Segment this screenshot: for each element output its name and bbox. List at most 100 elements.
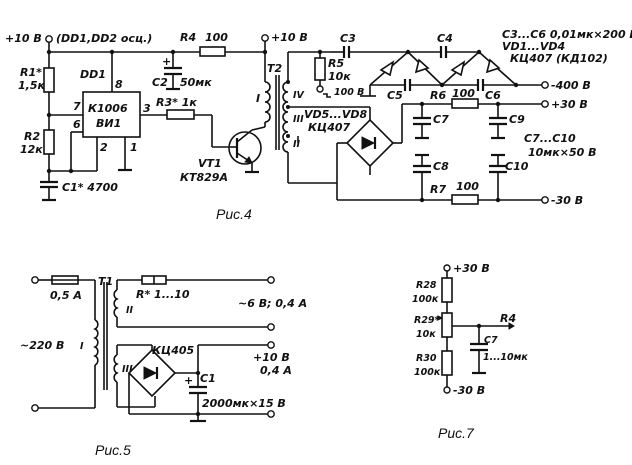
label-R5-voltage: 100 В bbox=[334, 87, 364, 98]
resistor-R28 bbox=[441, 277, 453, 303]
terminal-plus30v bbox=[541, 100, 549, 108]
label-top: +30 В bbox=[453, 262, 490, 275]
diode-VD3 bbox=[450, 60, 466, 77]
label-R30-name: R30 bbox=[416, 353, 437, 364]
label-dc-out-v: +10 В bbox=[253, 351, 290, 364]
label-winding-III: III bbox=[293, 114, 304, 125]
label-DD1-name: DD1 bbox=[80, 68, 106, 81]
label-bridge-name: VD5...VD8 bbox=[304, 108, 367, 121]
label-pin2: 2 bbox=[100, 141, 108, 154]
caption-fig5: Рис.5 bbox=[95, 442, 131, 458]
label-VT1-type: КТ829А bbox=[180, 171, 228, 184]
label-VT1-name: VT1 bbox=[198, 157, 222, 170]
terminal-minus400v bbox=[541, 81, 549, 89]
label-R: R* 1...10 bbox=[136, 288, 190, 301]
label-bottom: -30 В bbox=[453, 384, 485, 397]
label-C2-name: С2 bbox=[152, 76, 168, 89]
label-C1: С1* 4700 bbox=[62, 181, 118, 194]
label-C8: С8 bbox=[433, 160, 449, 173]
label-R1-value: 1,5к bbox=[18, 79, 45, 92]
figure-7: +30 В -30 В R28 100к R29* 10к R30 100к С… bbox=[412, 262, 528, 441]
terminal-dc-minus bbox=[267, 410, 275, 418]
caption-fig7: Рис.7 bbox=[438, 425, 475, 441]
label-R2-value: 12к bbox=[20, 143, 43, 156]
figure-5: 0,5 А ~220 В Т1 I II III R* 1...10 ~6 В;… bbox=[20, 275, 307, 458]
label-R5-name: R5 bbox=[328, 57, 344, 70]
winding-I bbox=[264, 81, 271, 123]
diode-VD1 bbox=[379, 60, 395, 77]
label-pin3: 3 bbox=[143, 102, 151, 115]
label-R28-name: R28 bbox=[416, 280, 437, 291]
T1-winding-III bbox=[113, 354, 119, 383]
resistor-R30 bbox=[441, 350, 453, 376]
note-vd1-vd4: VD1...VD4 bbox=[502, 40, 565, 53]
label-C9: С9 bbox=[509, 113, 525, 126]
label-R4-value: 100 bbox=[205, 31, 228, 44]
resistor-R1 bbox=[43, 67, 55, 93]
potentiometer-R29 bbox=[441, 312, 453, 338]
label-C1: С1 bbox=[200, 372, 216, 385]
caption-fig4: Рис.4 bbox=[216, 206, 252, 222]
note-c3-c6: С3...С6 0,01мк×200 В bbox=[502, 28, 632, 41]
diode-VD2 bbox=[414, 58, 430, 74]
label-pin1: 1 bbox=[130, 141, 138, 154]
label-R7-value: 100 bbox=[456, 180, 479, 193]
T1-winding-I bbox=[93, 319, 99, 366]
label-R6-value: 100 bbox=[452, 87, 475, 100]
label-fuse: 0,5 А bbox=[50, 289, 82, 302]
note-c7-c10: С7...С10 bbox=[524, 132, 576, 145]
label-ac-out: ~6 В; 0,4 А bbox=[238, 297, 307, 310]
label-pin8: 8 bbox=[115, 78, 123, 91]
label-supply-right: +10 В bbox=[271, 31, 308, 44]
note-vd1-vd4-type: КЦ407 (КД102) bbox=[510, 52, 608, 65]
label-T2: Т2 bbox=[267, 62, 283, 75]
resistor-R3 bbox=[166, 109, 195, 120]
label-C7-name: С7 bbox=[484, 335, 498, 346]
label-C3: С3 bbox=[340, 32, 356, 45]
label-winding-I: I bbox=[256, 92, 260, 105]
label-R29-value: 10к bbox=[416, 329, 436, 340]
label-C1-value: 2000мк×15 В bbox=[202, 397, 286, 410]
figure-4: +10 В (DD1,DD2 осц.) +10 В R4 100 R1* 1,… bbox=[5, 28, 632, 222]
label-out-plus30: +30 В bbox=[551, 98, 588, 111]
label-DD1-type-2: ВИ1 bbox=[96, 117, 121, 130]
label-C10: С10 bbox=[505, 160, 529, 173]
label-R29-name: R29* bbox=[414, 315, 440, 326]
terminal-minus30v bbox=[443, 386, 451, 394]
label-DD1-type-1: К1006 bbox=[88, 102, 128, 115]
label-winding-II: II bbox=[293, 139, 301, 150]
resistor-R6 bbox=[451, 98, 479, 109]
label-R2-name: R2 bbox=[24, 130, 40, 143]
terminal-minus30v bbox=[541, 196, 549, 204]
note-c7-c10-value: 10мк×50 В bbox=[528, 146, 597, 159]
label-C4: С4 bbox=[437, 32, 453, 45]
label-plus: + bbox=[162, 55, 171, 68]
T1-winding-II bbox=[113, 289, 119, 318]
label-to-R4: R4 bbox=[500, 312, 516, 325]
diode-VD4 bbox=[485, 58, 501, 74]
label-C6: С6 bbox=[485, 89, 501, 102]
resistor-R5 bbox=[314, 57, 326, 81]
label-R5-value: 10к bbox=[328, 70, 351, 83]
label-C7: С7 bbox=[433, 113, 449, 126]
label-pin7: 7 bbox=[73, 100, 81, 113]
label-winding-I: I bbox=[80, 341, 84, 352]
terminal-ac-out-1 bbox=[267, 276, 275, 284]
label-bridge: КЦ405 bbox=[152, 344, 195, 357]
label-R6-name: R6 bbox=[430, 89, 446, 102]
terminal-plus10v-left bbox=[45, 35, 53, 43]
label-supply-note: (DD1,DD2 осц.) bbox=[56, 32, 152, 45]
resistor-R2 bbox=[43, 129, 55, 155]
label-out-minus400: -400 В bbox=[551, 79, 591, 92]
label-out-minus30: -30 В bbox=[551, 194, 583, 207]
label-winding-III: III bbox=[122, 364, 133, 375]
terminal-plus10v-right bbox=[261, 34, 269, 42]
label-C7-value: 1...10мк bbox=[483, 352, 528, 363]
label-T1: Т1 bbox=[98, 275, 113, 288]
label-R28-value: 100к bbox=[412, 294, 439, 305]
label-supply-left: +10 В bbox=[5, 32, 42, 45]
label-R30-value: 100к bbox=[414, 367, 441, 378]
label-dc-out-a: 0,4 А bbox=[260, 364, 292, 377]
label-winding-II: II bbox=[126, 305, 134, 316]
